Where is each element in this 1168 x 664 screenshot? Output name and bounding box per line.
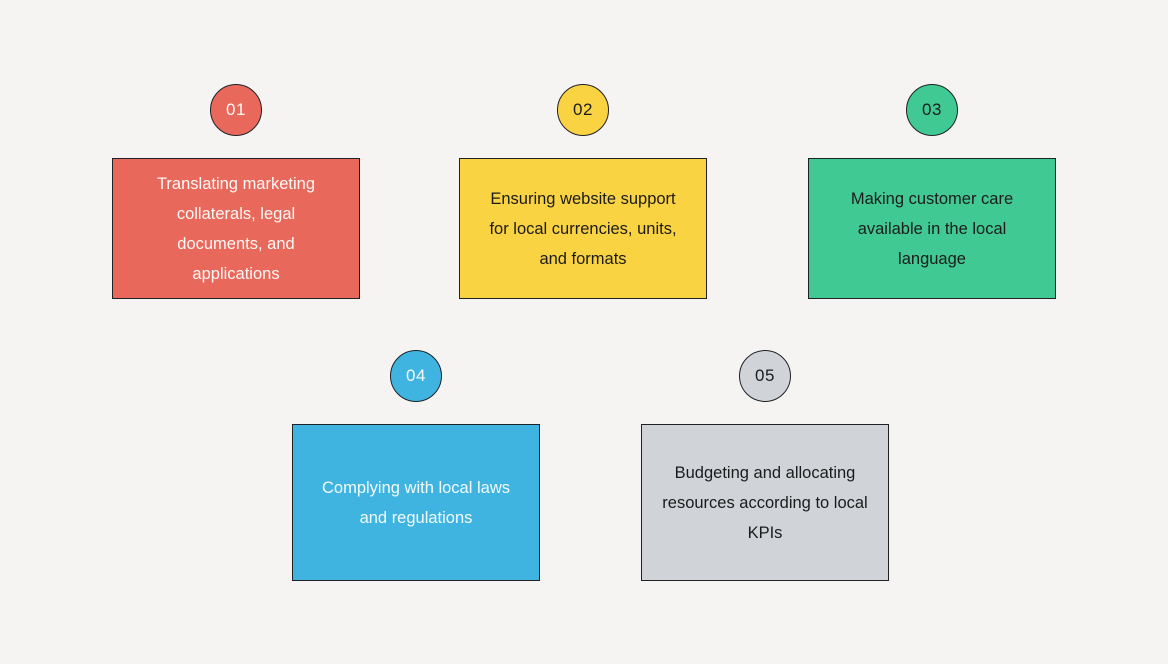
step-card-05: Budgeting and allocating resources accor… [641,424,889,581]
step-number-badge-01: 01 [210,84,262,136]
step-card-04: Complying with local laws and regulation… [292,424,540,581]
step-label: Complying with local laws and regulation… [322,478,510,527]
step-number: 02 [573,100,593,119]
step-item-05: 05 Budgeting and allocating resources ac… [641,350,889,581]
step-number-badge-02: 02 [557,84,609,136]
step-number: 04 [406,366,426,385]
step-item-04: 04 Complying with local laws and regulat… [292,350,540,581]
step-label: Making customer care available in the lo… [850,189,1014,268]
step-number: 01 [226,100,246,119]
step-number: 03 [922,100,942,119]
step-number-badge-04: 04 [390,350,442,402]
step-label: Ensuring website support for local curre… [489,189,677,268]
step-number-badge-05: 05 [739,350,791,402]
step-item-03: 03 Making customer care available in the… [808,84,1056,299]
step-number-badge-03: 03 [906,84,958,136]
step-card-03: Making customer care available in the lo… [808,158,1056,299]
step-label: Budgeting and allocating resources accor… [662,463,868,542]
step-card-01: Translating marketing collaterals, legal… [112,158,360,299]
step-item-02: 02 Ensuring website support for local cu… [459,84,707,299]
step-label: Translating marketing collaterals, legal… [156,174,316,283]
step-number: 05 [755,366,775,385]
step-card-02: Ensuring website support for local curre… [459,158,707,299]
step-item-01: 01 Translating marketing collaterals, le… [112,84,360,299]
